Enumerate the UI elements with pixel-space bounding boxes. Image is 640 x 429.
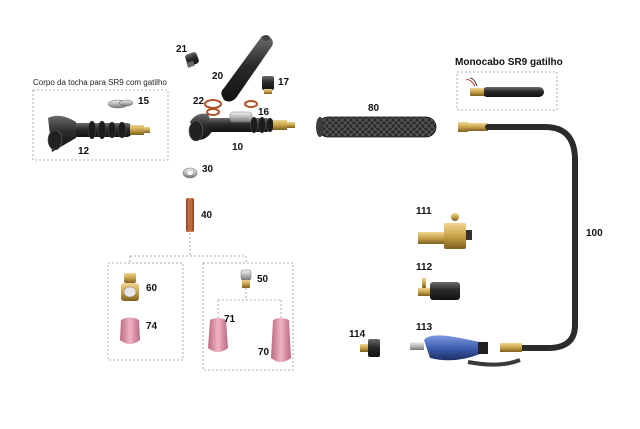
monocable-hose-100 [458, 122, 578, 352]
label-part-71: 71 [224, 314, 236, 325]
label-part-10: 10 [232, 142, 244, 153]
gasket-30 [182, 167, 198, 179]
label-part-70: 70 [258, 347, 270, 358]
label-part-22: 22 [193, 96, 205, 107]
collet-body-50 [240, 269, 252, 288]
label-part-100: 100 [586, 228, 603, 239]
braided-sheath-80 [316, 116, 437, 138]
label-part-15: 15 [138, 96, 150, 107]
label-part-50: 50 [257, 274, 269, 285]
kit-connector-lines [129, 233, 282, 318]
label-part-112: 112 [416, 262, 433, 273]
ceramic-nozzle-70 [271, 318, 291, 362]
label-part-113: 113 [416, 322, 433, 333]
monocable-title: Monocabo SR9 gatilho [455, 57, 563, 68]
label-part-40: 40 [201, 210, 213, 221]
connector-112 [418, 278, 460, 300]
torch-body-12 [47, 115, 150, 152]
ceramic-nozzle-74 [120, 317, 140, 344]
label-part-20: 20 [212, 71, 224, 82]
torch-body-caption: Corpo da tocha para SR9 com gatilho [33, 78, 167, 87]
label-part-16: 16 [258, 107, 270, 118]
long-back-cap-20 [221, 35, 273, 102]
torch-head-10 [188, 111, 295, 142]
ceramic-nozzle-71 [208, 318, 228, 352]
collet-40 [186, 198, 194, 232]
short-back-cap-21 [185, 52, 199, 68]
label-part-30: 30 [202, 164, 214, 175]
collet-kit-box-right [202, 262, 294, 371]
o-ring-22 [204, 99, 222, 116]
label-part-17: 17 [278, 77, 290, 88]
adapter-111 [418, 213, 472, 249]
medium-back-cap-17 [262, 76, 274, 94]
label-part-111: 111 [416, 206, 432, 217]
adapter-nut-114 [360, 339, 380, 357]
label-part-21: 21 [176, 44, 188, 55]
torch-body-box [32, 89, 169, 161]
label-part-60: 60 [146, 283, 158, 294]
gas-lens-60 [121, 273, 139, 301]
label-part-12: 12 [78, 146, 90, 157]
label-part-74: 74 [146, 321, 158, 332]
collet-kit-box-left [107, 262, 184, 361]
monocable-box [456, 71, 558, 111]
power-connector-113 [410, 335, 521, 367]
o-ring-16 [244, 100, 258, 108]
monocable-thumbnail [465, 77, 544, 97]
trigger-parts-15 [107, 99, 134, 109]
label-part-114: 114 [349, 329, 366, 340]
label-part-80: 80 [368, 103, 380, 114]
